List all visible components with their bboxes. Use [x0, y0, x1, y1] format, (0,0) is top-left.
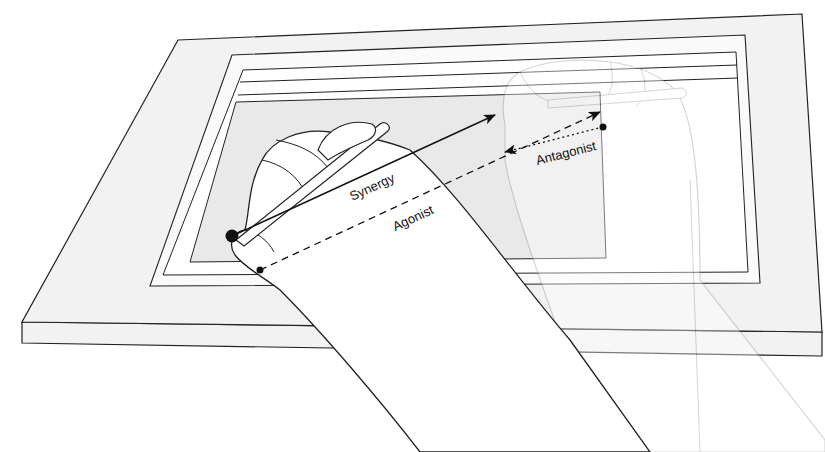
synergy-arrow	[232, 115, 495, 236]
agonist-arrow	[260, 112, 600, 270]
thumb	[318, 122, 375, 160]
hand	[232, 131, 650, 452]
